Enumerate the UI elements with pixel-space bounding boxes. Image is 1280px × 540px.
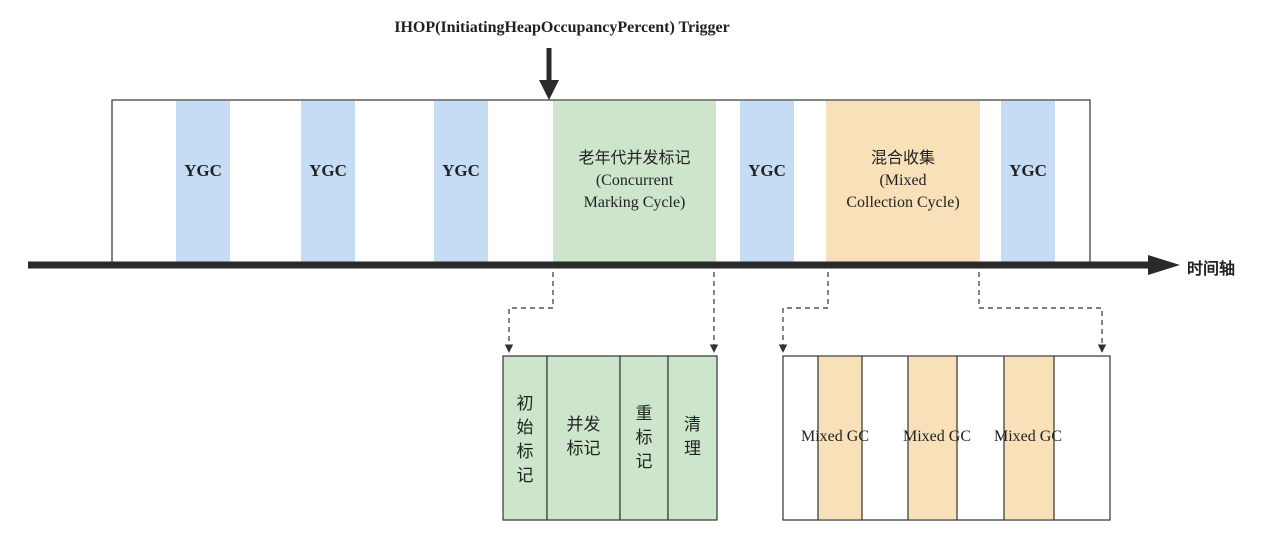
mixed-gc-label-2: Mixed GC <box>903 428 971 445</box>
mixed-collection-block <box>826 101 980 262</box>
ygc-block-3 <box>434 101 488 262</box>
dashed-connector-mixed-end <box>978 263 1107 353</box>
mixed-gc-block-1 <box>818 357 862 519</box>
concurrent-marking-block <box>553 101 716 262</box>
concurrent-marking-label: 老年代并发标记 (Concurrent Marking Cycle) <box>578 150 691 211</box>
phase-cleanup <box>667 355 718 521</box>
phase-concurrent-mark <box>546 355 621 521</box>
ygc-block-4 <box>740 101 794 262</box>
ygc-label-5: YGC <box>1009 161 1047 180</box>
phase-label-concurrent-mark: 并发 标记 <box>566 415 601 459</box>
ygc-label-3: YGC <box>442 161 480 180</box>
phase-remark <box>619 355 669 521</box>
mixed-gc-label-3: Mixed GC <box>994 428 1062 445</box>
mixed-collection-label: 混合收集 (Mixed Collection Cycle) <box>846 150 960 211</box>
timeline-label: 时间轴 <box>1187 259 1236 278</box>
ihop-trigger-title: IHOP(InitiatingHeapOccupancyPercent) Tri… <box>394 19 730 36</box>
phase-initial-mark <box>502 355 548 521</box>
ygc-label-4: YGC <box>748 161 786 180</box>
timeline-arrow-head <box>1148 255 1180 275</box>
trigger-arrow-head <box>539 80 559 100</box>
mixed-gc-label-1: Mixed GC <box>801 428 869 445</box>
phase-label-cleanup: 清 理 <box>684 415 701 459</box>
phase-label-initial-mark: 初 始 标 记 <box>516 394 534 486</box>
mixed-gc-block-2 <box>908 357 957 519</box>
ygc-label-1: YGC <box>184 161 222 180</box>
ygc-block-1 <box>176 101 230 262</box>
ygc-block-2 <box>301 101 355 262</box>
ygc-label-2: YGC <box>309 161 347 180</box>
ygc-block-5 <box>1001 101 1055 262</box>
phase-label-remark: 重 标 记 <box>635 404 653 472</box>
dashed-connector-mixed-start <box>778 263 829 353</box>
mixed-gc-block-3 <box>1004 357 1054 519</box>
dashed-connector-marking-start <box>504 263 554 353</box>
